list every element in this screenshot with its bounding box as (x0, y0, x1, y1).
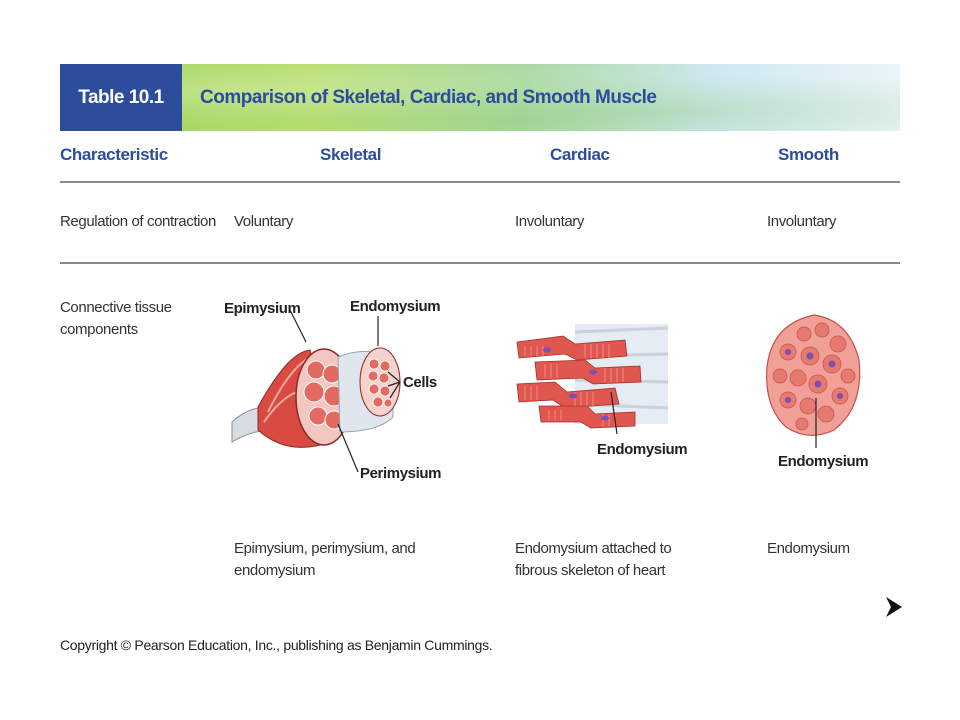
row2-characteristic-line2: components (60, 321, 138, 338)
label-endomysium-cardiac: Endomysium (597, 441, 688, 458)
label-perimysium: Perimysium (360, 465, 442, 482)
label-cells: Cells (403, 374, 437, 391)
label-epimysium: Epimysium (224, 300, 301, 317)
cardiac-muscle-illustration (516, 324, 669, 435)
copyright-notice: Copyright © Pearson Education, Inc., pub… (60, 637, 493, 653)
header-skeletal: Skeletal (320, 145, 382, 164)
table-banner: Table 10.1 Comparison of Skeletal, Cardi… (60, 64, 900, 131)
row2-cardiac-line2: fibrous skeleton of heart (515, 562, 666, 579)
row2-skeletal: Epimysium, perimysium, and endomysium (234, 538, 416, 582)
row2-characteristic-line1: Connective tissue (60, 299, 172, 316)
header-cardiac: Cardiac (550, 145, 610, 164)
table-number: Table 10.1 (60, 64, 182, 131)
row2-cardiac: Endomysium attached to fibrous skeleton … (515, 538, 672, 582)
row2-cardiac-line1: Endomysium attached to (515, 540, 672, 557)
row1-cardiac: Involuntary (515, 213, 584, 230)
skeletal-muscle-illustration (231, 309, 401, 473)
header-divider (60, 181, 900, 183)
row2-characteristic: Connective tissue components (60, 297, 172, 341)
table-title: Comparison of Skeletal, Cardiac, and Smo… (200, 86, 657, 108)
row1-smooth: Involuntary (767, 213, 836, 230)
row2-smooth: Endomysium (767, 540, 850, 557)
header-smooth: Smooth (778, 145, 839, 164)
smooth-muscle-illustration (766, 314, 861, 448)
row2-skeletal-line2: endomysium (234, 562, 316, 579)
header-characteristic: Characteristic (60, 145, 168, 164)
label-endomysium-smooth: Endomysium (778, 453, 869, 470)
row1-skeletal: Voluntary (234, 213, 293, 230)
row-divider (60, 262, 900, 264)
row2-skeletal-line1: Epimysium, perimysium, and (234, 540, 416, 557)
next-arrow-icon[interactable] (884, 596, 904, 618)
label-endomysium-skeletal: Endomysium (350, 298, 441, 315)
row1-characteristic: Regulation of contraction (60, 213, 216, 230)
